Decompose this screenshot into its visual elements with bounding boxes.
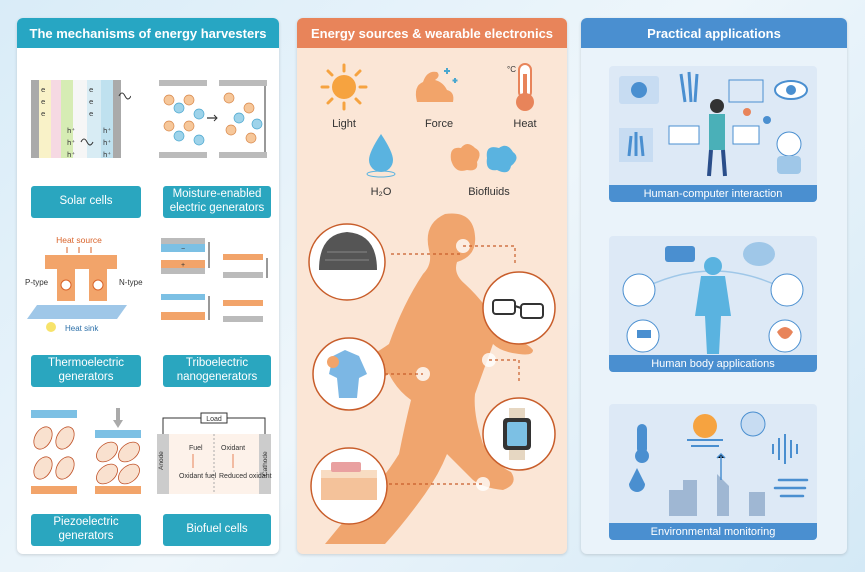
hci-card: Human-computer interaction	[609, 66, 817, 202]
triboelectric-diagram: − +	[157, 236, 273, 340]
running-body-illustration	[297, 204, 567, 554]
cathode-text: Cathode	[262, 451, 269, 476]
human-body-illustration	[622, 242, 804, 354]
reduced-oxidant-text: Reduced oxidant	[219, 473, 272, 480]
p-type-text: P-type	[25, 278, 49, 287]
svg-text:h⁺: h⁺	[67, 139, 75, 147]
applications-panel: Practical applications Human-computer in…	[581, 18, 847, 554]
human-body-card: Human body applications	[609, 236, 817, 372]
svg-text:e: e	[41, 86, 45, 94]
hci-label: Human-computer interaction	[609, 185, 817, 202]
svg-text:h⁺: h⁺	[103, 127, 111, 135]
force-label: Force	[424, 118, 454, 130]
svg-text:h⁺: h⁺	[67, 127, 75, 135]
sources-title: Energy sources & wearable electronics	[297, 18, 567, 48]
svg-text:e: e	[89, 110, 93, 118]
thermometer-icon: °C	[505, 60, 545, 114]
piezoelectric-diagram	[31, 406, 145, 500]
helmet-wearable-icon	[308, 223, 386, 301]
thermoelectric-label: Thermoelectric generators	[31, 355, 141, 387]
skin-patch-icon	[310, 447, 388, 525]
smart-glasses-icon	[482, 271, 556, 345]
n-type-text: N-type	[119, 278, 143, 287]
piezoelectric-label: Piezoelectric generators	[31, 514, 141, 546]
anode-text: Anode	[158, 451, 165, 470]
biofluid-icon	[447, 138, 527, 182]
smartwatch-icon	[482, 397, 556, 471]
svg-text:e: e	[41, 110, 45, 118]
biofuel-cell-diagram: Load Anode Cathode Fuel Oxidant fuel Oxi…	[155, 410, 273, 502]
biofluids-label: Biofluids	[468, 186, 510, 198]
svg-text:h⁺: h⁺	[103, 139, 111, 147]
solar-cells-label: Solar cells	[31, 186, 141, 218]
environment-label: Environmental monitoring	[609, 523, 817, 540]
mechanisms-title: The mechanisms of energy harvesters	[17, 18, 279, 48]
moisture-generator-diagram	[159, 78, 269, 178]
water-drop-icon	[361, 130, 401, 180]
environment-illustration	[629, 411, 809, 516]
svg-text:−: −	[181, 246, 185, 253]
load-text: Load	[206, 416, 222, 423]
svg-text:+: +	[181, 262, 185, 269]
oxidant-text: Oxidant	[221, 445, 245, 452]
hci-illustration	[619, 71, 808, 177]
svg-text:e: e	[41, 98, 45, 106]
thermoelectric-diagram: Heat source P-type N-type Heat sink	[23, 233, 147, 343]
svg-text:h⁺: h⁺	[67, 151, 75, 159]
fuel-text: Fuel	[189, 445, 203, 452]
oxidant-fuel-text: Oxidant fuel	[179, 473, 217, 480]
heat-sink-text: Heat sink	[65, 324, 99, 333]
sources-panel: Energy sources & wearable electronics Li…	[297, 18, 567, 554]
human-body-label: Human body applications	[609, 355, 817, 372]
smart-clothing-icon	[312, 337, 386, 411]
sun-icon	[319, 62, 369, 112]
svg-text:e: e	[89, 86, 93, 94]
biofuel-cells-label: Biofuel cells	[163, 514, 271, 546]
environment-card: Environmental monitoring	[609, 404, 817, 540]
light-label: Light	[332, 118, 356, 130]
triboelectric-label: Triboelectric nanogenerators	[163, 355, 271, 387]
h2o-label: H₂O	[370, 186, 392, 198]
applications-title: Practical applications	[581, 18, 847, 48]
svg-text:°C: °C	[507, 65, 516, 74]
muscle-icon	[409, 62, 461, 112]
moisture-generators-label: Moisture-enabled electric generators	[163, 186, 271, 218]
svg-text:h⁺: h⁺	[103, 151, 111, 159]
heat-label: Heat	[513, 118, 537, 130]
svg-text:e: e	[89, 98, 93, 106]
heat-source-text: Heat source	[56, 235, 102, 245]
